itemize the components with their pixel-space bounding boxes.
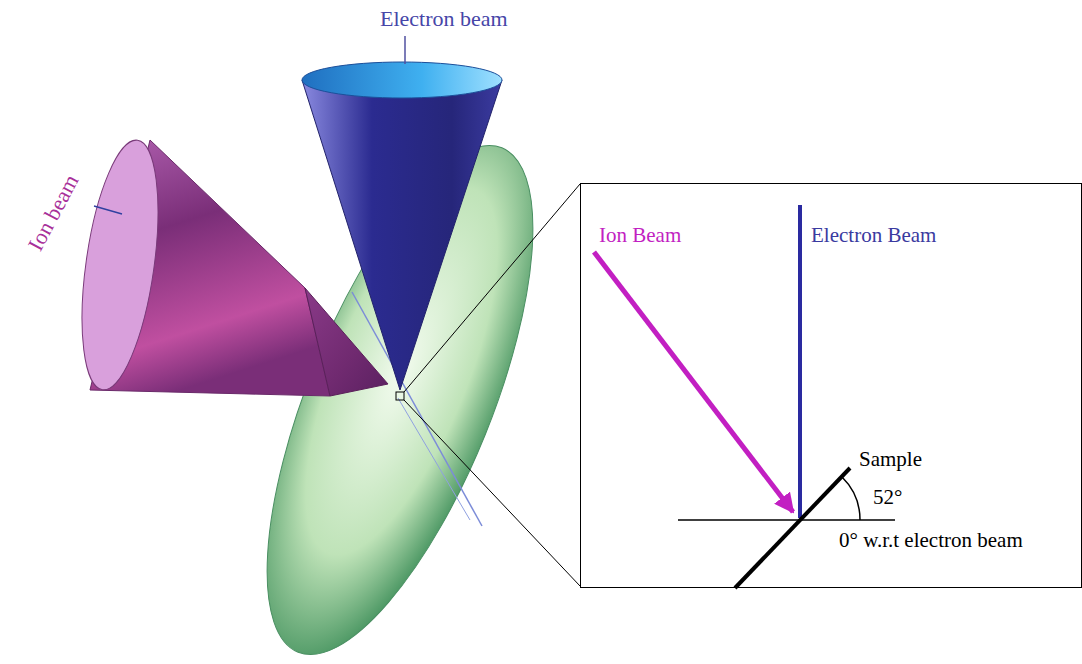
zoom-line [404, 400, 580, 586]
leader-line [404, 36, 406, 64]
reference-line [678, 519, 895, 521]
inset-label: Sample [859, 447, 922, 471]
sample-line [735, 468, 850, 588]
zoom-line [404, 184, 580, 392]
ion-beam-arrow [594, 252, 793, 512]
electron-column-top [302, 62, 502, 98]
electron-column [302, 80, 502, 390]
inset-label: 0° w.r.t electron beam [839, 528, 1023, 552]
zoom-square [396, 392, 404, 400]
column-label-rotated: Ion beam [23, 170, 84, 255]
inset-box: Ion Beam Electron BeamSample 52° 0° w.r.t e… [580, 183, 1082, 588]
angle-arc [842, 477, 860, 520]
ion-column-end [69, 135, 171, 394]
electron-beam-line [798, 205, 802, 518]
inset-label: Ion Beam [599, 223, 681, 247]
column-label: Electron beam [380, 6, 508, 31]
inset-label: Electron Beam [811, 223, 936, 247]
inset-label: 52° [873, 485, 902, 509]
leader-line [94, 206, 122, 214]
